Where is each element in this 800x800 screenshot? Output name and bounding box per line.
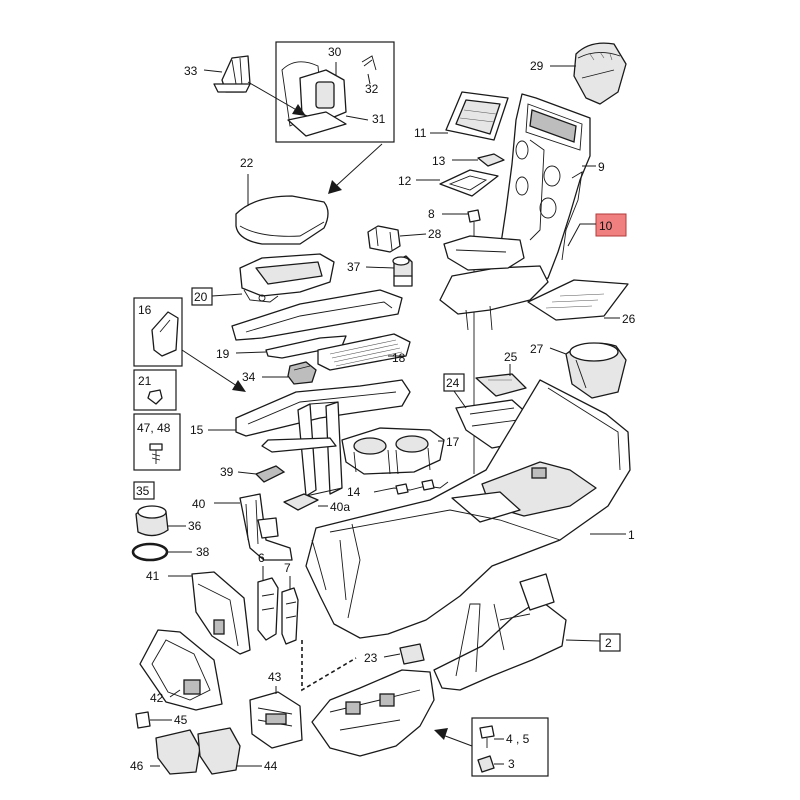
part-36-cap	[135, 505, 169, 537]
callout-12: 12	[398, 174, 412, 188]
callout-18: 18	[392, 351, 406, 365]
callout-28: 28	[428, 227, 442, 241]
callout-29: 29	[530, 59, 544, 73]
callout-7: 7	[284, 561, 291, 575]
callout-44: 44	[264, 759, 278, 773]
part-9-console-face	[499, 93, 591, 287]
callout-47-48: 47, 48	[137, 421, 171, 435]
callout-43: 43	[268, 670, 282, 684]
part-29-cap	[573, 42, 627, 105]
part-22-armrest-lid	[235, 195, 329, 245]
part-28-bracket	[367, 225, 401, 253]
callout-8: 8	[428, 207, 435, 221]
part-42-bezel	[139, 629, 223, 711]
part-19-trim-frame	[231, 289, 403, 341]
callout-22: 22	[240, 156, 254, 170]
callout-23: 23	[364, 651, 378, 665]
part-27-cup-insert	[565, 342, 627, 399]
callout-31: 31	[372, 112, 386, 126]
callout-24: 24	[446, 376, 460, 390]
inset-box-armrest-latch	[275, 41, 395, 143]
part-40-bracket	[239, 493, 293, 561]
callout-46: 46	[130, 759, 144, 773]
part-15-subframe	[235, 379, 411, 497]
callout-32: 32	[365, 82, 379, 96]
part-12-frame	[439, 169, 499, 197]
callout-33: 33	[184, 64, 198, 78]
callout-10-highlight	[567, 213, 627, 247]
part-41-side-trim	[191, 571, 251, 655]
callout-14: 14	[347, 485, 361, 499]
part-17-cupholder	[341, 427, 445, 475]
part-40a-plate	[283, 493, 319, 511]
part-26-mat	[527, 279, 629, 321]
part-23-base-frame	[311, 643, 435, 757]
callout-35: 35	[136, 484, 150, 498]
callout-40a: 40a	[330, 500, 350, 514]
callout-15: 15	[190, 423, 204, 437]
callout-42: 42	[150, 691, 164, 705]
callout-36: 36	[188, 519, 202, 533]
callout-17: 17	[446, 435, 460, 449]
callout-25: 25	[504, 350, 518, 364]
callout-30: 30	[328, 45, 342, 59]
part-6-clip	[257, 577, 279, 641]
callout-11: 11	[414, 126, 427, 140]
callout-19: 19	[216, 347, 230, 361]
part-2-floor-bracket	[433, 573, 567, 691]
part-39-pad	[254, 465, 286, 483]
part-console-lower-frame	[439, 235, 549, 331]
part-33-clip	[213, 55, 251, 93]
callout-34: 34	[242, 370, 256, 384]
callout-2: 2	[605, 636, 612, 650]
callout-27: 27	[530, 342, 544, 356]
box-21	[133, 369, 177, 411]
callout-9: 9	[598, 160, 605, 174]
part-37-knob	[392, 255, 413, 287]
box-fasteners-3-4-5	[471, 717, 549, 777]
callout-45: 45	[174, 713, 188, 727]
callout-41: 41	[146, 569, 160, 583]
callout-16: 16	[138, 303, 152, 317]
callout-1: 1	[628, 528, 635, 542]
callout-38: 38	[196, 545, 210, 559]
callout-39: 39	[220, 465, 234, 479]
part-20-armrest-base	[239, 253, 335, 303]
part-45-clip	[135, 711, 151, 729]
box-16	[133, 297, 183, 367]
callout-3: 3	[508, 757, 515, 771]
part-38-o-ring	[131, 542, 169, 562]
part-43-tray	[249, 691, 303, 749]
part-7-clip	[281, 587, 299, 645]
callout-37: 37	[347, 260, 361, 274]
part-11-display-housing	[445, 91, 509, 141]
box-47-48	[133, 413, 181, 471]
part-34-switch	[287, 361, 317, 385]
callout-4-5: 4 , 5	[506, 732, 530, 746]
callout-26: 26	[622, 312, 636, 326]
callout-21: 21	[138, 374, 152, 388]
part-14-connector	[373, 479, 449, 495]
callout-20: 20	[194, 290, 208, 304]
callout-10: 10	[599, 219, 613, 233]
callout-13: 13	[432, 154, 446, 168]
part-25-plate	[475, 373, 527, 397]
callout-6: 6	[258, 551, 265, 565]
part-46-cover	[155, 729, 201, 775]
callout-40: 40	[192, 497, 206, 511]
part-1-main-console	[305, 379, 631, 639]
part-13-strip	[477, 153, 505, 167]
part-44-cover	[197, 727, 241, 775]
